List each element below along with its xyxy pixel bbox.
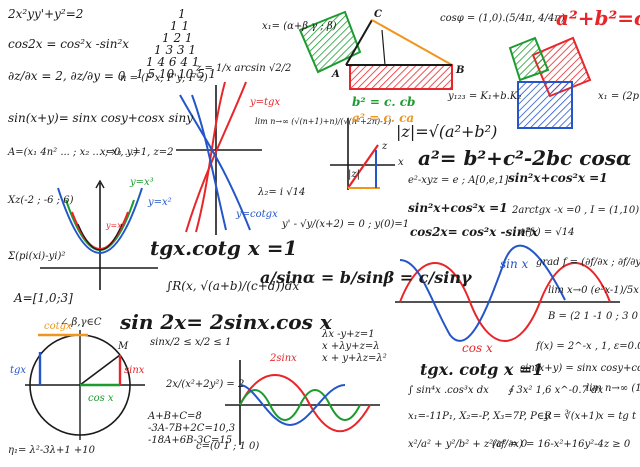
formula-x1-vector: x₁= (α+β γ ; β) <box>262 21 337 32</box>
formula-sin2x: sin 2x= 2sinx.cos x <box>120 310 332 334</box>
formula-eta: η₁= λ²-3λ+1 +10 <box>8 445 96 456</box>
formula-x-tgt: x = tg t <box>598 411 636 422</box>
formula-solution: x₁=-11P₁, X₂=-P, X₃=7P, P∈R <box>408 411 552 422</box>
label-vertex-a: A <box>332 69 340 80</box>
label-vertex-b: B <box>456 65 465 76</box>
formula-lambda-2: x +λy+z=λ <box>322 341 380 352</box>
label-tgx: y=tgx <box>250 97 281 108</box>
formula-cuberoot: y = ∛(x+1) <box>544 411 599 422</box>
formula-arctg: 2arctgx -x =0 , I = (1,10) <box>512 205 640 216</box>
label-vertex-c: C <box>374 9 382 20</box>
pascal-row-2: 1 1 <box>170 19 190 33</box>
formula-system-1: A+B+C=8 <box>148 411 202 422</box>
formula-limit-n: lim n→∞ (√(n+1)+n)/(√(n²+2n)-1) <box>255 117 392 126</box>
formula-limit-e: lim n→∞ (1+1/n)ⁿ <box>586 383 640 394</box>
formula-limit-exp: lim x→0 (e²x-1)/5x = 2/5 <box>548 285 640 296</box>
formula-x1-p: x₁ = (2p ; -p ; 0) <box>598 91 640 102</box>
formula-sin-sum-2: sin(x+y) = sinx cosy+cosx siny <box>520 363 640 374</box>
formula-partial-f1: ∂(f₁) = √14 <box>520 227 575 238</box>
formula-system-3: -18A+6B-3C=15 <box>148 435 233 446</box>
pythagoras-figure <box>298 10 453 90</box>
formula-identity-2: sin²x+cos²x =1 <box>408 201 508 215</box>
formula-cosphi: cosφ = (1,0).(5/4π, 4/4π) <box>440 13 565 24</box>
formula-system-2: -3A-7B+2C=10,3 <box>148 423 236 434</box>
formula-fraction: 2x/(x²+2y²) = 2 <box>166 379 245 390</box>
formula-a-interval: A=[1,0;3] <box>14 291 73 305</box>
formula-sine-law: a/sinα = b/sinβ = c/sinγ <box>260 268 472 287</box>
tangent-graph <box>176 81 262 235</box>
formula-arcsin: z = 1/x arcsin √2/2 <box>196 63 292 74</box>
formula-implicit: 2x²yy'+y²=2 <box>8 7 84 21</box>
formula-sin-sum: sin(x+y)= sinx cosy+cosx siny <box>8 111 193 125</box>
pascal-row-6: 1 5 10 10 5 1 <box>136 67 217 81</box>
formula-vector: Xz(-2 ; -6 ; 6) <box>8 195 74 206</box>
label-x3: y=x³ <box>130 177 154 188</box>
formula-y123: y₁₂₃ = K₁+b.K₂ <box>448 91 522 102</box>
formula-tg-cotg: tgx.cotg x =1 <box>150 236 298 260</box>
formula-pythagoras: a²+b²=c² <box>556 6 640 30</box>
unit-circle <box>25 330 145 440</box>
label-sinx-circle: sinx <box>124 365 145 376</box>
pythagoras-squares <box>508 36 592 129</box>
pascal-row-4: 1 3 3 1 <box>154 43 196 57</box>
formula-partials: ∂z/∂x = 2, ∂z/∂y = 0 <box>8 69 126 83</box>
formula-values: x=0, y=1, z=2 <box>100 147 174 158</box>
label-abs-z: |z| <box>348 169 361 180</box>
formula-lambda-1: λx -y+z=1 <box>322 329 375 340</box>
formula-modulus: |z|=√(a²+b²) <box>396 122 498 141</box>
formula-ode: y' - √y/(x+2) = 0 ; y(0)=1 <box>282 219 410 230</box>
label-point-m: M <box>118 341 129 352</box>
formula-tg-cotg-2: tgx. cotg x =1 <box>420 360 544 379</box>
formula-cosine-law: a²= b²+c²-2bc cosα <box>418 146 632 170</box>
label-tgx-circle: tgx <box>10 365 27 376</box>
sine-cosine-graph <box>395 244 620 342</box>
label-x-axis: x <box>398 157 404 168</box>
label-x2: y=x² <box>148 197 172 208</box>
label-cosx: cos x <box>462 341 493 355</box>
formula-b-square: b² = c. cb <box>352 95 416 109</box>
pascal-row-3: 1 2 1 <box>162 31 193 45</box>
complex-plane <box>330 118 395 190</box>
formula-integral-sin: ∫ sin⁴x .cos³x dx <box>408 385 489 396</box>
formula-inequality: (∂f/∂x) = 16-x²+16y²-4z ≥ 0 <box>492 439 631 450</box>
formula-identity-1: sin²x+cos²x =1 <box>508 171 608 185</box>
formula-normal: n = (F'x; F'y; F'z) <box>120 73 208 84</box>
formula-matrix-a: A=(x₁ 4n² ... ; x₂ ... ; x₃ ...) <box>8 147 138 158</box>
formula-angles: ∠,β,γ∈C <box>60 317 102 328</box>
label-cotgx: y=cotgx <box>236 209 278 220</box>
label-x4: y=x⁴ <box>106 221 125 230</box>
formula-sum: Σ(pi(xi)-yi)² <box>8 251 66 262</box>
label-sinx: sin x <box>500 257 529 271</box>
formula-sinx-ineq: sinx/2 ≤ x/2 ≤ 1 <box>150 337 232 348</box>
formula-fx: f(x) = 2^-x , 1, ε=0.005 <box>536 341 640 352</box>
label-z-point: z <box>382 141 388 152</box>
formula-cos2x: cos2x = cos²x -sin²x <box>8 37 130 51</box>
label-2sinx: 2sinx <box>270 353 297 364</box>
formula-matrix-b: B = (2 1 -1 0 ; 3 0 1 2) <box>548 311 640 322</box>
formula-integral-r: ∫R(x, √(a+b)/(c+d))dx <box>166 279 300 293</box>
formula-contour: ∮ 3x² 1,6 x^-0.7 dx <box>508 385 604 396</box>
pascal-row-5: 1 4 6 4 1 <box>146 55 200 69</box>
pascal-row-1: 1 <box>178 7 186 21</box>
formula-a-square: a² = c. ca <box>352 111 415 125</box>
label-cosx-circle: cos x <box>88 393 114 404</box>
formula-lambda-3: x + y+λz=λ² <box>322 353 387 364</box>
formula-cos2x-bold: cos2x= cos²x -sin²x <box>410 225 538 239</box>
formula-matrix-c: c=(0 1 ; 1 0) <box>196 441 260 452</box>
sine-waves-graph <box>225 360 380 445</box>
formula-gradient: grad f = (∂f/∂x ; ∂f/∂y) <box>536 257 640 268</box>
formula-surface: e²-xyz = e ; A[0,e,1] <box>408 175 509 186</box>
label-cotgx-circle: cotgx <box>44 321 72 332</box>
power-graph <box>40 179 158 290</box>
formula-quadric: x²/a² + y²/b² + z²/c² = 0 <box>408 439 528 450</box>
formula-lambda: λ₂= i √14 <box>258 187 306 198</box>
